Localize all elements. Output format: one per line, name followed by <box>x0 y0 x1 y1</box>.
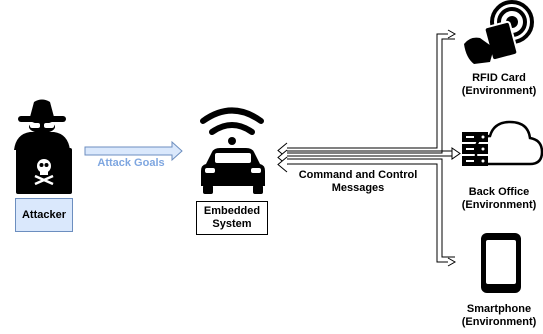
back-office-line1: Back Office <box>468 186 530 198</box>
command-control-line2: Messages <box>331 182 385 194</box>
rfid-line2: (Environment) <box>461 85 537 97</box>
server-cloud-icon <box>462 120 543 166</box>
attacker-box: Attacker <box>15 198 73 232</box>
back-office-label: Back Office (Environment) <box>456 182 542 216</box>
attacker-label: Attacker <box>21 208 67 221</box>
command-control-label: Command and Control Messages <box>288 169 428 195</box>
embedded-system-line2: System <box>212 218 252 230</box>
connector-lines <box>277 29 461 267</box>
command-control-line1: Command and Control <box>298 169 418 181</box>
hacker-laptop-icon <box>14 99 72 194</box>
rfid-card-icon <box>464 0 534 64</box>
rfid-card-label: RFID Card (Environment) <box>456 68 542 102</box>
smartphone-icon <box>481 233 521 293</box>
attack-goals-label: Attack Goals <box>97 157 165 169</box>
attack-goals-arrow <box>84 140 183 162</box>
embedded-system-box: Embedded System <box>196 201 268 235</box>
smartphone-label: Smartphone (Environment) <box>456 300 542 332</box>
rfid-line1: RFID Card <box>472 72 526 84</box>
smartphone-line2: (Environment) <box>461 316 537 328</box>
back-office-line2: (Environment) <box>461 199 537 211</box>
embedded-system-line1: Embedded <box>203 205 261 217</box>
smartphone-line1: Smartphone <box>466 303 532 315</box>
car-wifi-icon <box>200 107 265 194</box>
